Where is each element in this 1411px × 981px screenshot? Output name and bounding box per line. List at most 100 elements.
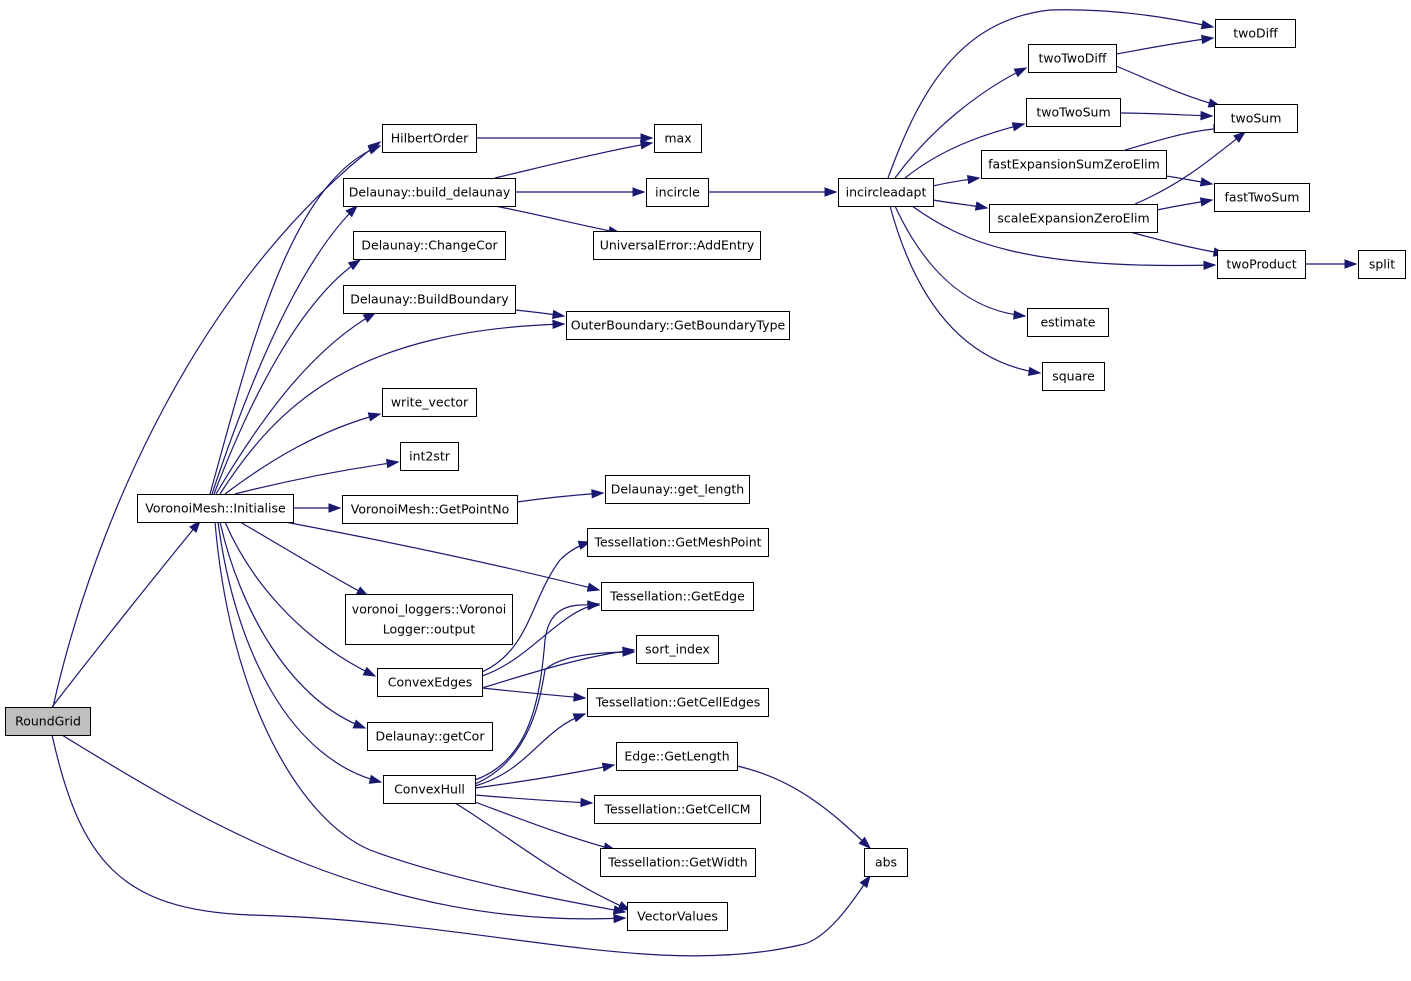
edge-edge-getlength-to-abs-arrowhead xyxy=(858,836,872,849)
node-incircle-box[interactable] xyxy=(646,178,709,207)
node-voronoimesh-initialise[interactable]: VoronoiMesh::Initialise xyxy=(137,494,294,523)
node-edge-getlength-box[interactable] xyxy=(616,742,738,771)
node-hilbertorder-box[interactable] xyxy=(382,124,477,153)
node-get-length[interactable]: Delaunay::get_length xyxy=(605,475,750,504)
node-getedge-box[interactable] xyxy=(601,582,754,611)
node-roundgrid-box[interactable] xyxy=(5,707,91,736)
node-fastexpansion-box[interactable] xyxy=(981,150,1167,179)
edge-voronoimesh-initialise-to-int2str-line xyxy=(234,461,399,495)
node-buildboundary-box[interactable] xyxy=(343,285,516,314)
node-roundgrid[interactable]: RoundGrid xyxy=(5,707,91,736)
node-convexhull[interactable]: ConvexHull xyxy=(383,775,476,804)
node-twotwodiff-box[interactable] xyxy=(1028,44,1117,73)
edge-voronoimesh-initialise-to-getcor xyxy=(219,521,367,729)
node-twosum-box[interactable] xyxy=(1214,104,1298,133)
node-vectorvalues[interactable]: VectorValues xyxy=(627,902,728,931)
node-square[interactable]: square xyxy=(1042,362,1105,391)
node-getcelledges[interactable]: Tessellation::GetCellEdges xyxy=(587,688,769,717)
node-getcellcm-box[interactable] xyxy=(594,795,761,824)
node-getmeshpoint-box[interactable] xyxy=(587,528,769,557)
node-incircle[interactable]: incircle xyxy=(646,178,709,207)
node-max[interactable]: max xyxy=(654,124,702,153)
node-scaleexpansion[interactable]: scaleExpansionZeroElim xyxy=(989,204,1158,233)
node-getwidth[interactable]: Tessellation::GetWidth xyxy=(600,848,756,877)
edge-incircleadapt-to-twodiff-arrowhead xyxy=(1200,20,1215,30)
node-addentry[interactable]: UniversalError::AddEntry xyxy=(593,231,761,260)
node-get-length-box[interactable] xyxy=(605,475,750,504)
node-abs[interactable]: abs xyxy=(864,848,908,877)
node-getpointno-box[interactable] xyxy=(342,495,518,524)
node-incircleadapt[interactable]: incircleadapt xyxy=(838,178,934,207)
node-twoproduct-box[interactable] xyxy=(1217,250,1306,279)
node-write-vector[interactable]: write_vector xyxy=(382,388,477,417)
node-fasttwosum[interactable]: fastTwoSum xyxy=(1214,183,1310,212)
node-fasttwosum-box[interactable] xyxy=(1214,183,1310,212)
node-edge-getlength-label: Edge::GetLength xyxy=(624,749,729,764)
node-estimate-box[interactable] xyxy=(1027,308,1109,337)
node-twoproduct-label: twoProduct xyxy=(1226,257,1296,272)
node-twodiff[interactable]: twoDiff xyxy=(1215,19,1296,48)
edge-incircleadapt-to-twotwosum xyxy=(904,122,1026,179)
node-getmeshpoint[interactable]: Tessellation::GetMeshPoint xyxy=(587,528,769,557)
node-changecor[interactable]: Delaunay::ChangeCor xyxy=(353,231,506,260)
node-getcelledges-box[interactable] xyxy=(587,688,769,717)
node-build-delaunay[interactable]: Delaunay::build_delaunay xyxy=(343,178,516,207)
node-split-box[interactable] xyxy=(1358,250,1406,279)
node-voronoilogger-output-box[interactable] xyxy=(345,594,513,645)
node-voronoimesh-initialise-box[interactable] xyxy=(137,494,294,523)
node-edge-getlength[interactable]: Edge::GetLength xyxy=(616,742,738,771)
node-convexedges[interactable]: ConvexEdges xyxy=(377,668,483,697)
node-addentry-box[interactable] xyxy=(593,231,761,260)
edge-edge-getlength-to-abs-line xyxy=(736,765,871,849)
node-getcor-box[interactable] xyxy=(367,722,493,751)
node-getboundarytype[interactable]: OuterBoundary::GetBoundaryType xyxy=(566,311,790,340)
node-getwidth-box[interactable] xyxy=(600,848,756,877)
node-changecor-box[interactable] xyxy=(353,231,506,260)
node-sort-index[interactable]: sort_index xyxy=(636,635,719,664)
node-twodiff-box[interactable] xyxy=(1215,19,1296,48)
node-getedge[interactable]: Tessellation::GetEdge xyxy=(601,582,754,611)
node-changecor-label: Delaunay::ChangeCor xyxy=(361,238,498,253)
node-square-box[interactable] xyxy=(1042,362,1105,391)
edge-roundgrid-to-abs-arrowhead xyxy=(859,874,871,889)
node-getcellcm[interactable]: Tessellation::GetCellCM xyxy=(594,795,761,824)
edge-voronoimesh-initialise-to-getboundarytype-arrowhead xyxy=(552,319,566,330)
edge-convexedges-to-getcelledges xyxy=(481,687,587,702)
node-build-delaunay-box[interactable] xyxy=(343,178,516,207)
node-int2str-label: int2str xyxy=(409,449,451,464)
edge-voronoimesh-initialise-to-hilbertorder-arrowhead xyxy=(367,145,382,155)
node-int2str-box[interactable] xyxy=(400,442,459,471)
node-twotwosum-box[interactable] xyxy=(1026,98,1121,127)
node-max-box[interactable] xyxy=(654,124,702,153)
node-twosum[interactable]: twoSum xyxy=(1214,104,1298,133)
node-split[interactable]: split xyxy=(1358,250,1406,279)
node-twotwodiff[interactable]: twoTwoDiff xyxy=(1028,44,1117,73)
edge-roundgrid-to-abs-line xyxy=(51,734,871,957)
node-vectorvalues-box[interactable] xyxy=(627,902,728,931)
node-scaleexpansion-label: scaleExpansionZeroElim xyxy=(997,211,1149,226)
node-getboundarytype-box[interactable] xyxy=(566,311,790,340)
node-int2str[interactable]: int2str xyxy=(400,442,459,471)
node-abs-box[interactable] xyxy=(864,848,908,877)
edge-incircleadapt-to-fastexpansion xyxy=(932,174,981,187)
node-scaleexpansion-box[interactable] xyxy=(989,204,1158,233)
edge-incircle-to-incircleadapt-arrowhead xyxy=(824,187,838,197)
node-incircleadapt-box[interactable] xyxy=(838,178,934,207)
node-hilbertorder[interactable]: HilbertOrder xyxy=(382,124,477,153)
node-convexedges-box[interactable] xyxy=(377,668,483,697)
node-getcor[interactable]: Delaunay::getCor xyxy=(367,722,493,751)
node-convexhull-box[interactable] xyxy=(383,775,476,804)
edge-voronoimesh-initialise-to-write-vector-arrowhead xyxy=(367,412,382,422)
node-twoproduct[interactable]: twoProduct xyxy=(1217,250,1306,279)
node-buildboundary[interactable]: Delaunay::BuildBoundary xyxy=(343,285,516,314)
node-fastexpansion[interactable]: fastExpansionSumZeroElim xyxy=(981,150,1167,179)
node-sort-index-box[interactable] xyxy=(636,635,719,664)
edge-roundgrid-to-voronoimesh-initialise xyxy=(51,519,201,708)
node-twotwosum[interactable]: twoTwoSum xyxy=(1026,98,1121,127)
node-write-vector-box[interactable] xyxy=(382,388,477,417)
node-estimate[interactable]: estimate xyxy=(1027,308,1109,337)
edge-convexhull-to-edge-getlength-arrowhead xyxy=(601,762,616,772)
node-getpointno[interactable]: VoronoiMesh::GetPointNo xyxy=(342,495,518,524)
